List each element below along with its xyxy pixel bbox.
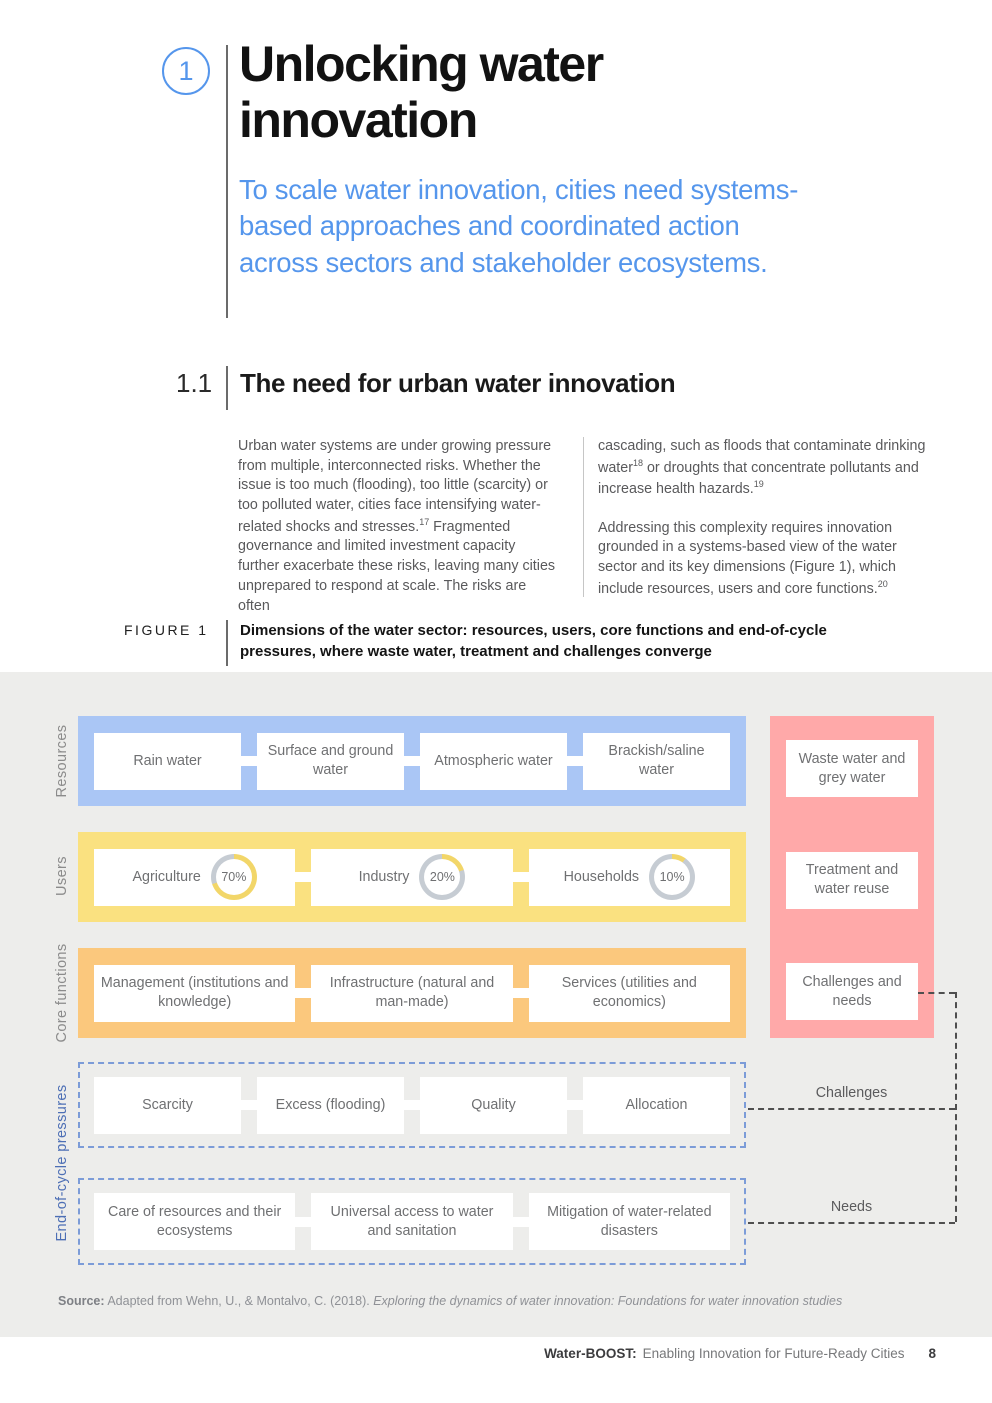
figure-source: Source: Adapted from Wehn, U., & Montalv… — [58, 1294, 842, 1308]
source-text: Adapted from Wehn, U., & Montalvo, C. (2… — [104, 1294, 374, 1308]
column-divider — [583, 437, 584, 597]
pressures-group-needs: Care of resources and their ecosystems U… — [78, 1178, 746, 1265]
footnote-ref: 17 — [419, 516, 430, 527]
core-function-box: Management (institutions and knowledge) — [94, 964, 296, 1022]
pressure-box: Quality — [420, 1076, 567, 1134]
section-divider — [226, 366, 228, 410]
body-text: cascading, such as floods that contamina… — [598, 438, 926, 476]
paragraph: Addressing this complexity requires inno… — [598, 519, 938, 600]
body-text: or droughts that concentrate pollutants … — [598, 459, 919, 497]
row-label-users: Users — [54, 856, 70, 896]
connector-needs-line — [748, 1222, 955, 1224]
pressure-box: Mitigation of water-related disasters — [528, 1193, 730, 1250]
waste-box: Challenges and needs — [786, 963, 918, 1020]
page-title: Unlocking water innovation — [239, 36, 604, 148]
connector-challenges-needs-stub — [918, 992, 955, 994]
paragraph: Urban water systems are under growing pr… — [238, 437, 560, 616]
core-function-box: Infrastructure (natural and man-made) — [311, 964, 513, 1022]
chapter-number-badge: 1 — [162, 47, 210, 95]
pressure-box: Universal access to water and sanitation — [311, 1193, 513, 1250]
figure-caption-divider — [226, 620, 228, 666]
users-band: Agriculture 70% Industry 20% Households … — [78, 832, 746, 922]
figure-label: FIGURE 1 — [124, 622, 209, 638]
source-citation-italic: Exploring the dynamics of water innovati… — [373, 1294, 843, 1308]
pressure-box: Allocation — [583, 1076, 730, 1134]
core-function-box: Services (utilities and economics) — [528, 964, 730, 1022]
resources-band: Rain water Surface and ground water Atmo… — [78, 716, 746, 806]
page-subtitle: To scale water innovation, cities need s… — [239, 174, 799, 278]
user-label: Households — [563, 868, 640, 885]
donut-chart-agriculture: 70% — [210, 854, 257, 900]
section-number: 1.1 — [176, 368, 213, 398]
waste-box: Treatment and water reuse — [786, 851, 918, 909]
header-divider — [226, 45, 228, 318]
chapter-number: 1 — [178, 55, 194, 86]
pressure-box: Care of resources and their ecosystems — [94, 1193, 296, 1250]
user-label: Agriculture — [132, 868, 201, 885]
user-box: Industry 20% — [311, 848, 513, 906]
figure-caption: Dimensions of the water sector: resource… — [240, 622, 827, 660]
donut-value: 70% — [221, 869, 247, 884]
donut-chart-industry: 20% — [419, 854, 466, 900]
row-label-core-functions: Core functions — [54, 943, 70, 1043]
body-column-left: Urban water systems are under growing pr… — [238, 437, 560, 635]
body-column-right: cascading, such as floods that contamina… — [598, 437, 938, 618]
pressure-box: Excess (flooding) — [257, 1076, 404, 1134]
footer-brand: Water-BOOST: — [544, 1346, 637, 1361]
pressure-box: Scarcity — [94, 1076, 241, 1134]
donut-value: 20% — [429, 869, 455, 884]
connector-label-needs: Needs — [830, 1199, 873, 1215]
resource-box: Brackish/saline water — [583, 732, 730, 790]
user-label: Industry — [358, 868, 410, 885]
pressures-group-challenges: Scarcity Excess (flooding) Quality Alloc… — [78, 1062, 746, 1148]
footer-title: Enabling Innovation for Future-Ready Cit… — [642, 1346, 905, 1361]
core-functions-band: Management (institutions and knowledge) … — [78, 948, 746, 1038]
row-label-end-of-cycle-pressures: End-of-cycle pressures — [54, 1084, 70, 1242]
footnote-ref: 18 — [632, 457, 643, 468]
user-box: Households 10% — [528, 848, 730, 906]
donut-chart-households: 10% — [649, 854, 696, 900]
body-text: Addressing this complexity requires inno… — [598, 519, 897, 597]
body-text: Urban water systems are under growing pr… — [238, 438, 552, 535]
figure-1-diagram: Resources Users Core functions End-of-cy… — [0, 672, 992, 1337]
connector-challenges-line — [748, 1108, 955, 1110]
section-title: The need for urban water innovation — [240, 368, 676, 398]
source-prefix: Source: — [58, 1294, 105, 1308]
waste-water-column: Waste water and grey water Treatment and… — [770, 716, 934, 1038]
waste-box: Waste water and grey water — [786, 740, 918, 797]
resource-box: Rain water — [94, 732, 241, 790]
footnote-ref: 19 — [753, 479, 764, 490]
connector-vertical-line — [955, 992, 957, 1222]
body-text: Fragmented governance and limited invest… — [238, 518, 556, 614]
row-label-resources: Resources — [54, 724, 70, 798]
connector-label-challenges: Challenges — [815, 1085, 888, 1101]
donut-value: 10% — [659, 869, 685, 884]
page-footer: Water-BOOST: Enabling Innovation for Fut… — [544, 1346, 936, 1361]
paragraph: cascading, such as floods that contamina… — [598, 437, 938, 500]
page-number: 8 — [928, 1346, 936, 1361]
resource-box: Atmospheric water — [420, 732, 567, 790]
resource-box: Surface and ground water — [257, 732, 404, 790]
user-box: Agriculture 70% — [94, 848, 296, 906]
footnote-ref: 20 — [877, 578, 888, 589]
